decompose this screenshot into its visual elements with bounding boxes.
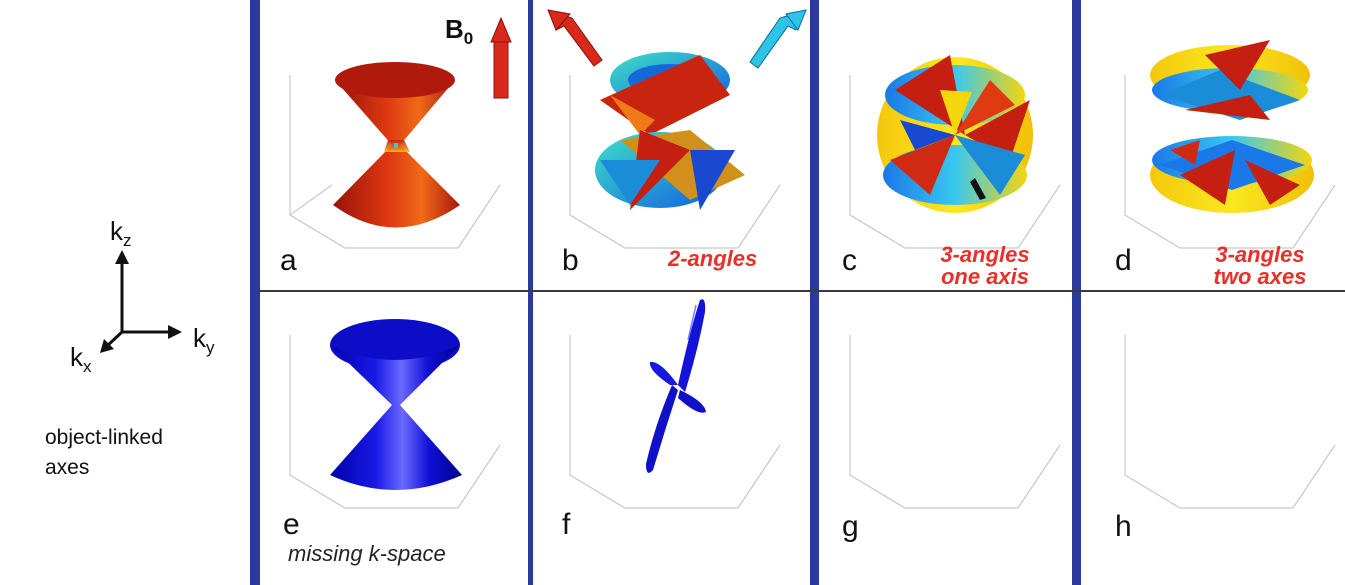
panel-letter-e: e — [283, 510, 300, 540]
panel-letter-a: a — [280, 246, 297, 276]
caption-d: 3-angles two axes — [1190, 244, 1330, 288]
panel-letter-h: h — [1115, 512, 1132, 542]
b0-label: B0 — [445, 14, 473, 49]
panel-letter-g: g — [842, 512, 859, 542]
caption-e: missing k-space — [288, 543, 446, 565]
panel-letter-b: b — [562, 246, 579, 276]
surface-d — [1150, 40, 1314, 213]
b0-arrow — [491, 18, 511, 98]
caption-c: 3-angles one axis — [915, 244, 1055, 288]
panel-letter-d: d — [1115, 246, 1132, 276]
surface-b — [595, 52, 745, 210]
caption-b: 2-angles — [668, 248, 757, 270]
cone-e — [330, 319, 462, 490]
panel-letter-f: f — [562, 510, 570, 540]
cone-a — [333, 62, 460, 228]
surface-f — [646, 299, 706, 473]
panel-letter-c: c — [842, 246, 857, 276]
surface-c — [877, 55, 1033, 213]
